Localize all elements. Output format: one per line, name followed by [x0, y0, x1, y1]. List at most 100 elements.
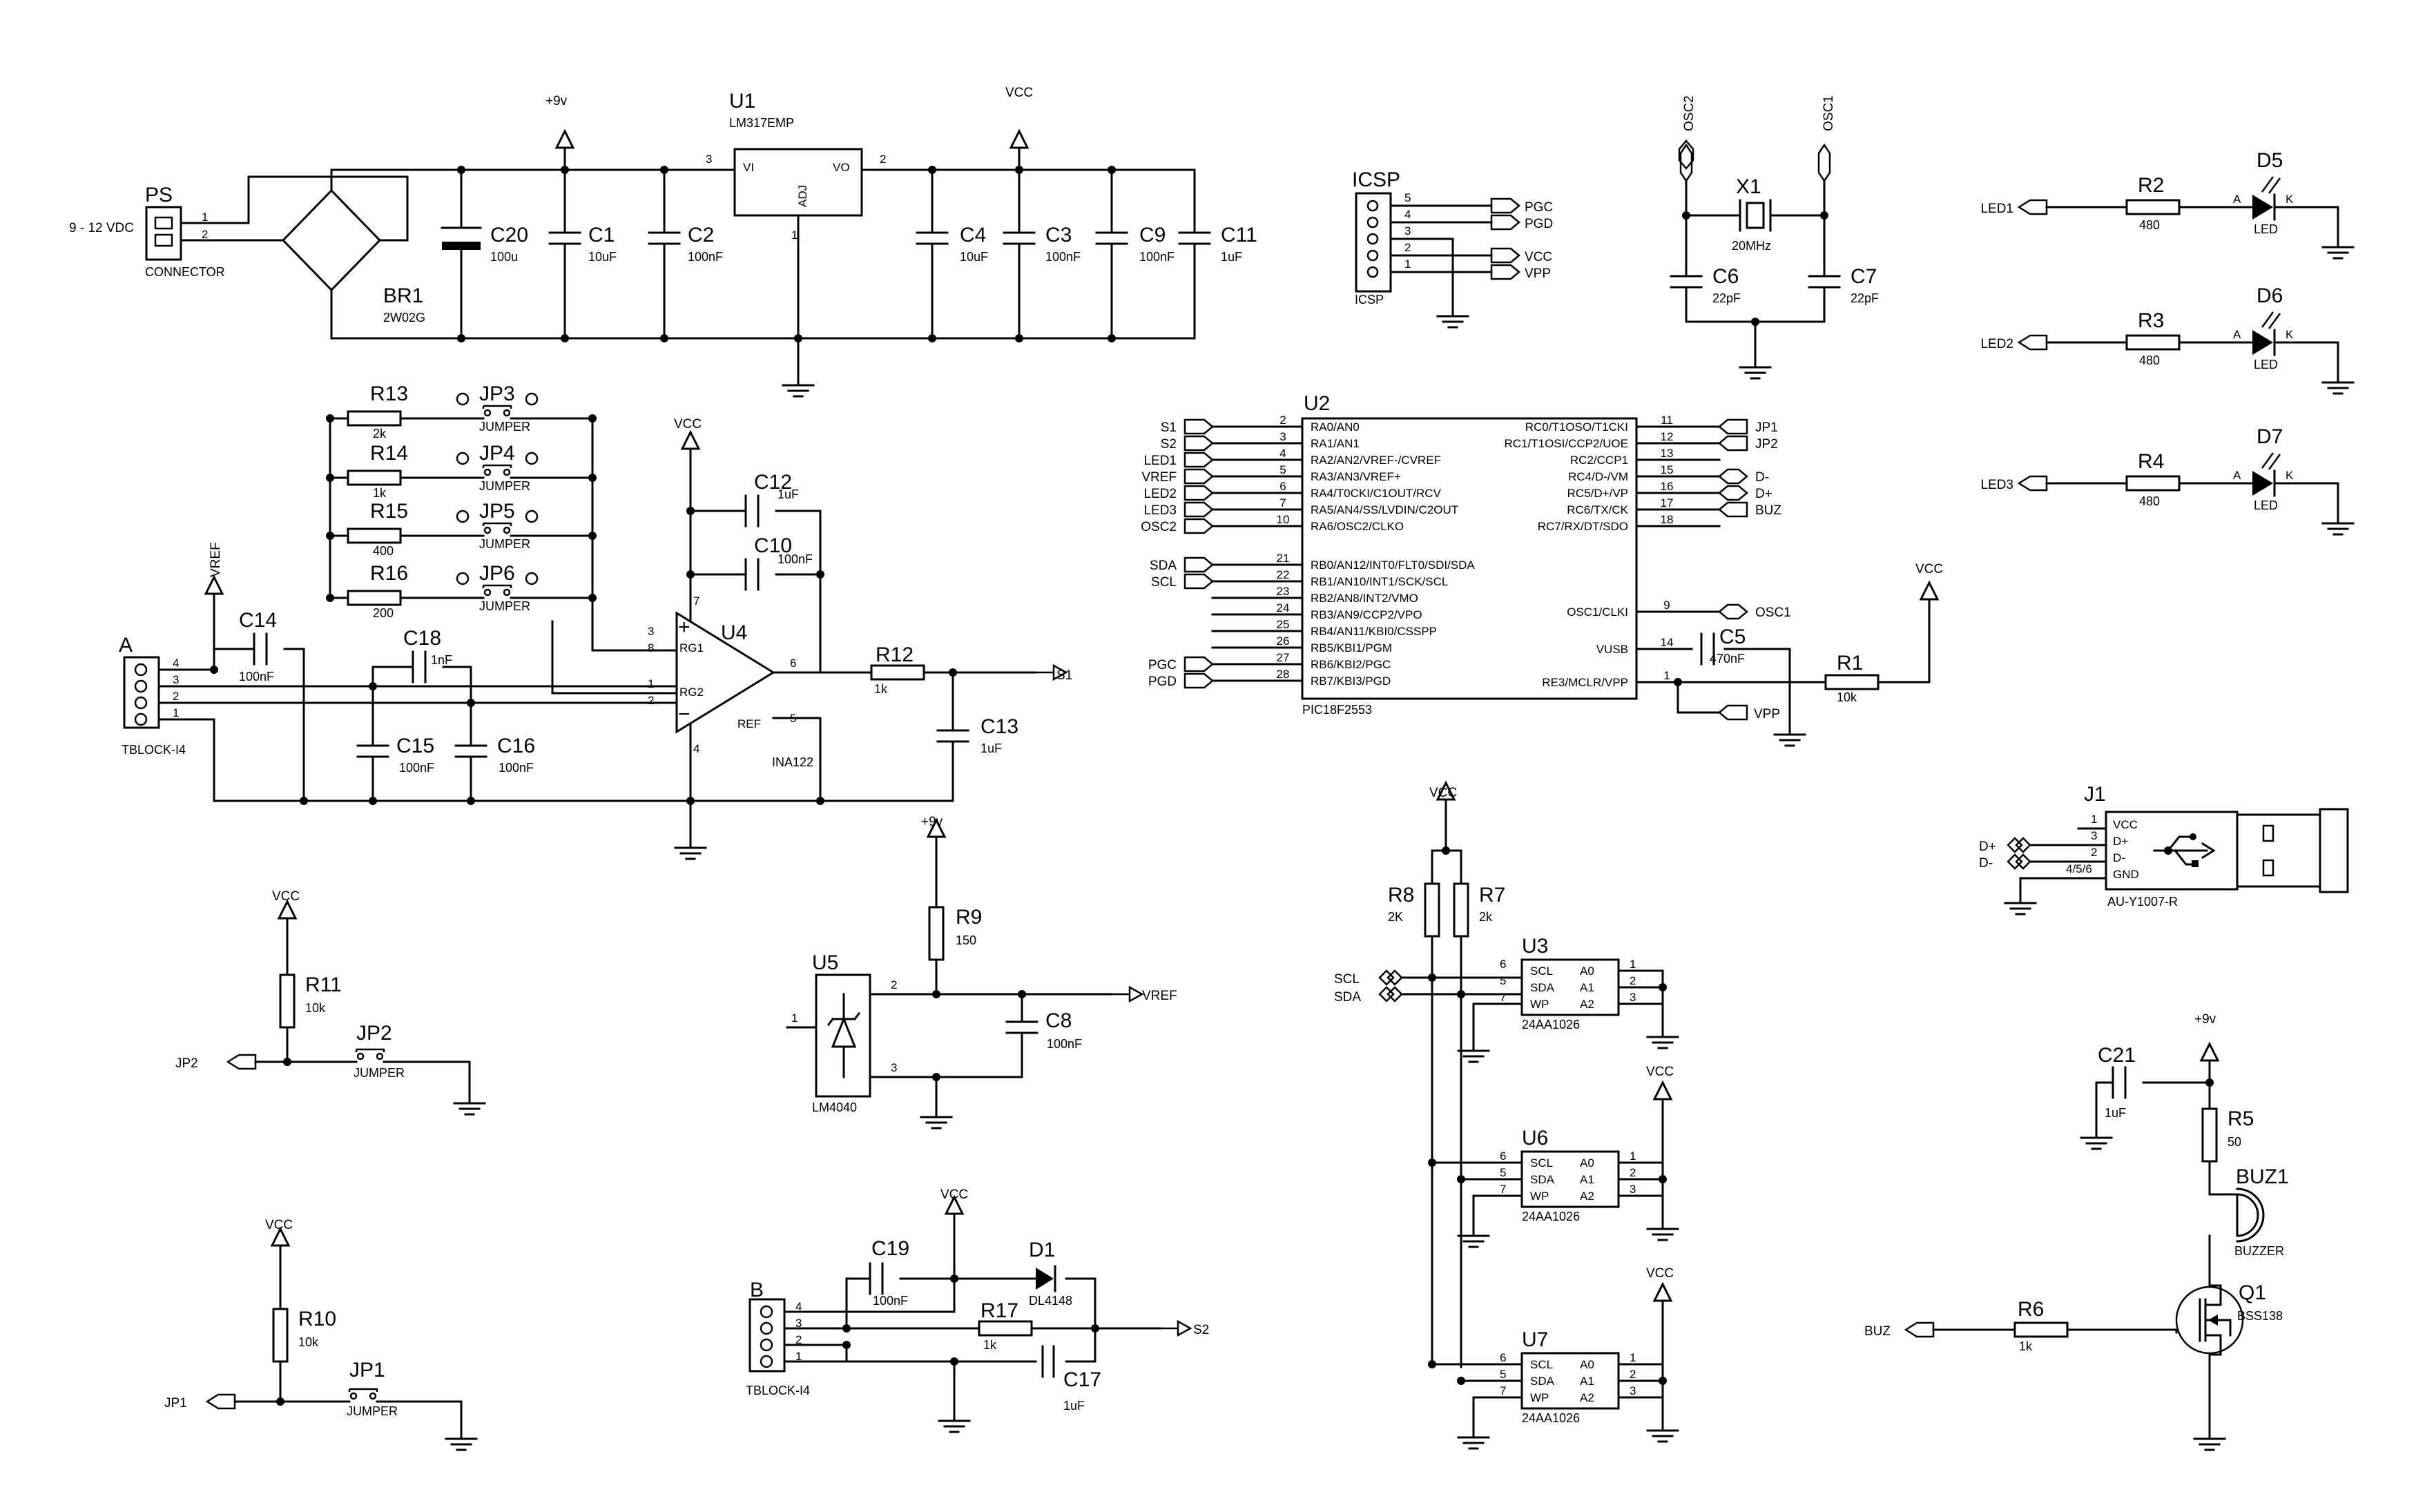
- r12-value: 1k: [874, 682, 888, 696]
- buz1-ref: BUZ1: [2236, 1165, 2289, 1188]
- r9-ref: R9: [956, 906, 982, 929]
- eeprom-value: 24AA1026: [1522, 1411, 1580, 1425]
- eeprom-sda-label: SDA: [1334, 990, 1361, 1005]
- c6-value: 22pF: [1712, 291, 1741, 305]
- r10-value: 10k: [298, 1335, 319, 1349]
- u2-pin-number: 7: [1279, 496, 1286, 510]
- b-ref: B: [750, 1279, 764, 1301]
- eeprom-pin-name-right: A1: [1580, 981, 1594, 994]
- usb-name-dm: D-: [2113, 851, 2125, 864]
- c19-value: 100nF: [873, 1294, 908, 1308]
- u2-pin-number: 24: [1277, 601, 1290, 614]
- eeprom-pin-name-left: WP: [1530, 998, 1549, 1011]
- led-diode-ref: D6: [2257, 284, 2283, 307]
- u2-net-label: OSC2: [1141, 520, 1177, 534]
- r8-value: 2K: [1388, 910, 1403, 924]
- led-resistor-value: 480: [2139, 353, 2160, 367]
- c10-value: 100nF: [777, 552, 813, 566]
- input-b-section: VCC C19 100nF D1 DL4148 B TBLOCK-I4 4 3 …: [746, 1188, 1209, 1433]
- usb-net-dp: D+: [1979, 840, 1996, 854]
- u4-ref-pin: REF: [737, 717, 761, 730]
- br1-ref: BR1: [383, 284, 423, 307]
- u2-net-label: PGC: [1148, 658, 1177, 672]
- eeprom-pin-name-right: A1: [1580, 1173, 1594, 1186]
- u2-pin-number: 10: [1277, 513, 1290, 526]
- gain-resistor-value: 200: [373, 606, 394, 620]
- jp1-section: VCC R10 10k JP1 JUMPER JP1: [164, 1218, 478, 1451]
- power-section: 9 - 12 VDC PS CONNECTOR 1 2 BR1 2W02G C2…: [69, 86, 1257, 398]
- usb-pin-1: 1: [2091, 813, 2097, 826]
- eeprom-pin-name-right: A2: [1580, 1190, 1594, 1203]
- eeprom-pin-num-left: 5: [1500, 1368, 1506, 1381]
- u2-pin-name: OSC1/CLKI: [1567, 605, 1628, 619]
- c3-value: 100nF: [1045, 250, 1081, 264]
- r1-ref: R1: [1837, 652, 1863, 675]
- eeprom-pin-num-left: 5: [1500, 1166, 1506, 1179]
- ps-value: CONNECTOR: [145, 265, 225, 279]
- eeprom-pin-name-right: A2: [1580, 998, 1594, 1011]
- eeprom-ref: U6: [1522, 1127, 1548, 1150]
- u2-pin-name: RE3/MCLR/VPP: [1542, 676, 1628, 689]
- gain-jumper-ref: JP6: [479, 562, 515, 585]
- eeprom-pin-num-right: 3: [1630, 1384, 1636, 1397]
- u1-adj: ADJ: [796, 185, 809, 207]
- jp2-net-label: JP2: [175, 1056, 198, 1071]
- jp2-ref: JP2: [356, 1022, 392, 1045]
- r17-ref: R17: [980, 1299, 1018, 1322]
- s2-label: S2: [1193, 1323, 1209, 1337]
- gain-jumper-value: JUMPER: [479, 420, 530, 434]
- eeprom-pin-name-left: SCL: [1530, 1156, 1553, 1170]
- c18-value: 1nF: [431, 653, 452, 667]
- u2-pin-name: RC4/D-/VM: [1568, 470, 1628, 483]
- u2-pin-name: RA1/AN1: [1311, 437, 1360, 450]
- led-anode-label: A: [2233, 469, 2241, 482]
- icsp-net-vcc: VCC: [1525, 250, 1552, 264]
- icsp-net-vpp: VPP: [1525, 266, 1551, 281]
- c17-value: 1uF: [1063, 1399, 1085, 1413]
- eeprom-pin-name-left: WP: [1530, 1391, 1549, 1404]
- u2-pin-number: 27: [1277, 651, 1290, 664]
- b-value: TBLOCK-I4: [746, 1384, 810, 1397]
- u2-pin-number: 14: [1661, 636, 1674, 649]
- c11-ref: C11: [1221, 224, 1257, 246]
- u2-net-label: LED1: [1143, 454, 1177, 468]
- b-pin4: 4: [795, 1300, 802, 1313]
- u2-pin-name: RA2/AN2/VREF-/CVREF: [1311, 454, 1441, 467]
- s1-label: S1: [1056, 668, 1072, 683]
- u2-pin-name: RA6/OSC2/CLKO: [1311, 520, 1404, 533]
- eeprom-pin-num-right: 1: [1630, 958, 1636, 971]
- u2-net-label: D+: [1755, 487, 1772, 501]
- gain-jumper-ref: JP4: [479, 442, 515, 465]
- c2-ref: C2: [688, 224, 714, 246]
- gain-resistor-ref: R16: [370, 562, 408, 585]
- q1-ref: Q1: [2239, 1281, 2266, 1304]
- led-cathode-label: K: [2286, 193, 2294, 206]
- u1-pin3: 3: [706, 153, 712, 166]
- gain-jumper-value: JUMPER: [479, 479, 530, 493]
- icsp-pin5: 5: [1404, 191, 1411, 204]
- u2-pin-name: RC7/RX/DT/SDO: [1538, 520, 1628, 533]
- vcc-label-top: VCC: [1005, 86, 1033, 100]
- c9-value: 100nF: [1139, 250, 1175, 264]
- ps-connector: [145, 206, 182, 261]
- eeprom-pin-num-left: 7: [1500, 1183, 1506, 1196]
- eeprom-ref: U7: [1522, 1328, 1548, 1351]
- jp2-value: JUMPER: [354, 1066, 405, 1080]
- x1-value: 20MHz: [1732, 239, 1771, 253]
- amplifier-section: R132kJP3JUMPERR141kJP4JUMPERR15400JP5JUM…: [119, 382, 1072, 860]
- u2-pin-name: VUSB: [1596, 643, 1628, 656]
- j1-value: AU-Y1007-R: [2107, 895, 2178, 909]
